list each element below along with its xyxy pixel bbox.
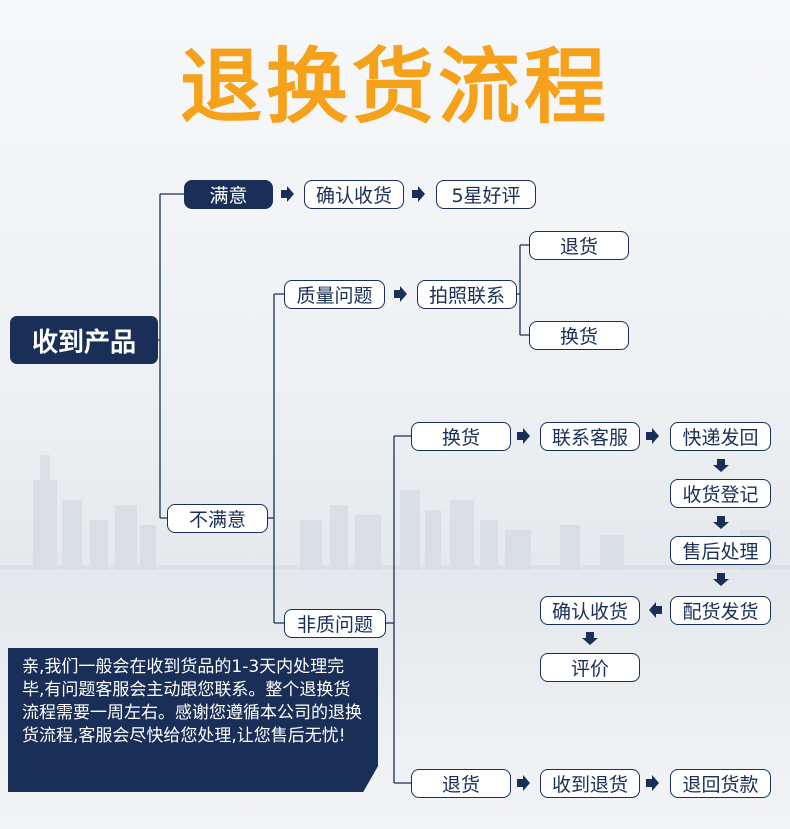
satisfied-node: 满意 <box>184 180 273 209</box>
root-node: 收到产品 <box>10 316 158 364</box>
quality-issue-node: 质量问题 <box>284 280 385 309</box>
unsatisfied-node: 不满意 <box>167 504 268 533</box>
page-title: 退换货流程 <box>179 40 610 135</box>
refund-node: 退回货款 <box>670 769 771 798</box>
five-star-review-node: 5星好评 <box>436 180 536 209</box>
ship-replacement-node: 配货发货 <box>670 596 771 625</box>
quality-exchange-node: 换货 <box>529 321 629 350</box>
quality-return-node: 退货 <box>529 231 629 260</box>
contact-service-node: 联系客服 <box>540 422 640 451</box>
review-node: 评价 <box>540 653 640 682</box>
exchange-node: 换货 <box>411 422 511 451</box>
notice-box: 亲,我们一般会在收到货品的1-3天内处理完毕,有问题客服会主动跟您联系。整个退换… <box>8 648 378 792</box>
express-return-node: 快递发回 <box>670 422 771 451</box>
photo-contact-node: 拍照联系 <box>417 280 517 309</box>
arrow-icons <box>281 186 729 791</box>
confirm-receipt-node: 确认收货 <box>304 180 404 209</box>
non-quality-issue-node: 非质问题 <box>284 609 386 638</box>
exchange-confirm-receipt-node: 确认收货 <box>540 596 640 625</box>
after-sales-processing-node: 售后处理 <box>670 536 771 565</box>
receipt-registration-node: 收货登记 <box>670 479 771 508</box>
return-received-node: 收到退货 <box>540 769 640 798</box>
return-node: 退货 <box>411 769 511 798</box>
